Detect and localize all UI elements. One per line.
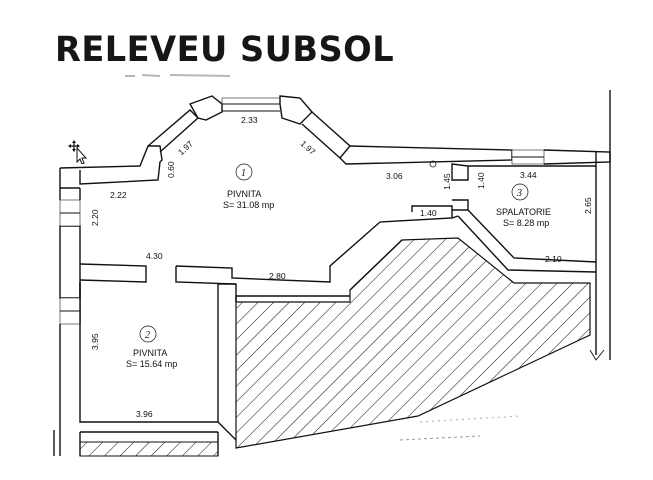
hatched-strip (79, 441, 219, 457)
room-2-number: 2 (145, 330, 150, 341)
room-3-number: 3 (516, 188, 522, 199)
room-2-name: PIVNITA (133, 348, 167, 358)
dim-140-v: 1.40 (476, 172, 486, 189)
dim-197-left: 1.97 (176, 138, 195, 157)
room-1-number: 1 (241, 168, 246, 179)
dim-233: 2.33 (241, 115, 258, 125)
dim-344: 3.44 (520, 170, 537, 180)
dim-430: 4.30 (146, 251, 163, 261)
dim-265: 2.65 (583, 197, 593, 214)
drawing-title: RELEVEU SUBSOL (55, 30, 395, 70)
room-2-label: 2 PIVNITA S= 15.64 mp (126, 325, 177, 369)
room-2-area: S= 15.64 mp (126, 359, 177, 369)
room-3-area: S= 8.28 mp (503, 218, 549, 228)
dimension-labels: 2.33 1.97 1.97 0.60 2.22 3.06 1.45 1.40 … (90, 115, 593, 419)
room-3-name: SPALATORIE (496, 207, 551, 217)
dim-140-h: 1.40 (420, 208, 437, 218)
dim-145: 1.45 (442, 173, 452, 190)
dim-210: 2.10 (545, 254, 562, 264)
dim-395: 3.95 (90, 333, 100, 350)
dim-060: 0.60 (166, 161, 176, 178)
room-1-label: 1 PIVNITA S= 31.08 mp (223, 163, 274, 210)
dim-222: 2.22 (110, 190, 127, 200)
dim-306: 3.06 (386, 171, 403, 181)
room-3-label: 3 SPALATORIE S= 8.28 mp (496, 183, 551, 228)
dim-280: 2.80 (269, 271, 286, 281)
room-1-name: PIVNITA (227, 189, 261, 199)
scan-artifact (125, 74, 231, 77)
dim-220: 2.20 (90, 209, 100, 226)
room-1-area: S= 31.08 mp (223, 200, 274, 210)
dim-396: 3.96 (136, 409, 153, 419)
walls (53, 90, 611, 456)
hatched-area (235, 237, 591, 449)
move-cursor-icon (68, 140, 88, 164)
dim-197-right: 1.97 (299, 138, 318, 157)
